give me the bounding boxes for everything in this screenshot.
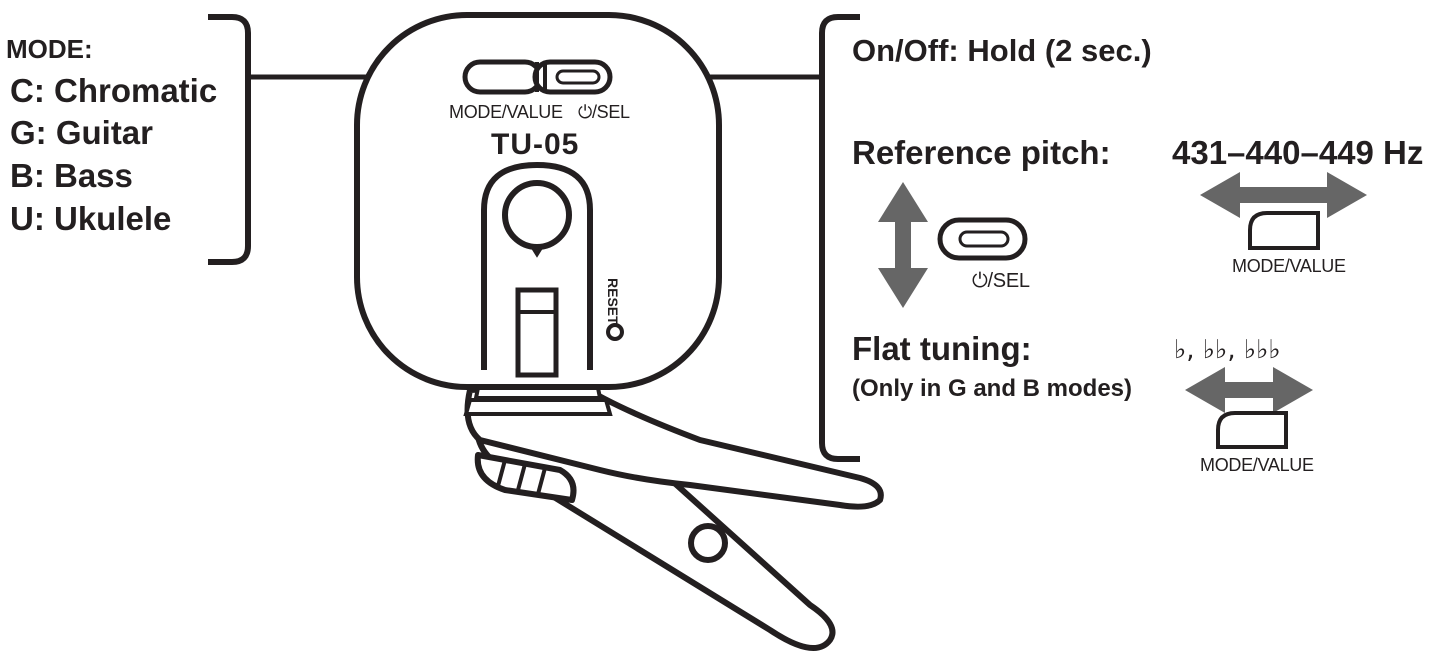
device-model-name: TU-05: [491, 128, 580, 161]
reset-hole: [606, 323, 624, 341]
device-reset-label: RESET: [605, 278, 621, 325]
horizontal-double-arrow-icon: [1200, 172, 1367, 218]
mode-title: MODE:: [6, 34, 93, 64]
mode-bracket: [208, 14, 251, 265]
flat-horizontal-double-arrow-icon: [1185, 367, 1313, 413]
mode-item-chromatic: C: Chromatic: [10, 72, 218, 109]
mode-value-button-icon: [1248, 211, 1320, 250]
reference-pitch-label: Reference pitch:: [852, 134, 1111, 171]
flat-symbols: ♭, ♭♭, ♭♭♭: [1174, 335, 1281, 365]
mode-item-bass: B: Bass: [10, 157, 133, 194]
device-mode-value-button: [462, 59, 543, 95]
reference-sel-button-label: ⏻/SEL: [972, 270, 1030, 292]
tuner-hinge: [481, 161, 593, 370]
settings-bracket: [819, 14, 860, 462]
onoff-action: Hold (2 sec.): [967, 33, 1152, 68]
vertical-double-arrow-icon: [878, 182, 928, 308]
onoff-label: On/Off:: [852, 33, 959, 68]
flat-mode-value-button-icon: [1216, 411, 1288, 449]
flat-mode-value-label: MODE/VALUE: [1200, 455, 1314, 475]
mode-item-ukulele: U: Ukulele: [10, 200, 172, 237]
flat-tuning-label: Flat tuning:: [852, 330, 1032, 367]
device-sel-label: ⏻/SEL: [578, 102, 630, 122]
reference-mode-value-label: MODE/VALUE: [1232, 256, 1346, 276]
device-mode-value-label: MODE/VALUE: [449, 102, 563, 122]
mode-item-guitar: G: Guitar: [10, 114, 154, 151]
tuner-clip: [464, 382, 884, 651]
onoff-instruction: On/Off: Hold (2 sec.): [852, 33, 1152, 69]
flat-tuning-note: (Only in G and B modes): [852, 375, 1133, 402]
reference-pitch-range: 431–440–449 Hz: [1172, 134, 1424, 171]
